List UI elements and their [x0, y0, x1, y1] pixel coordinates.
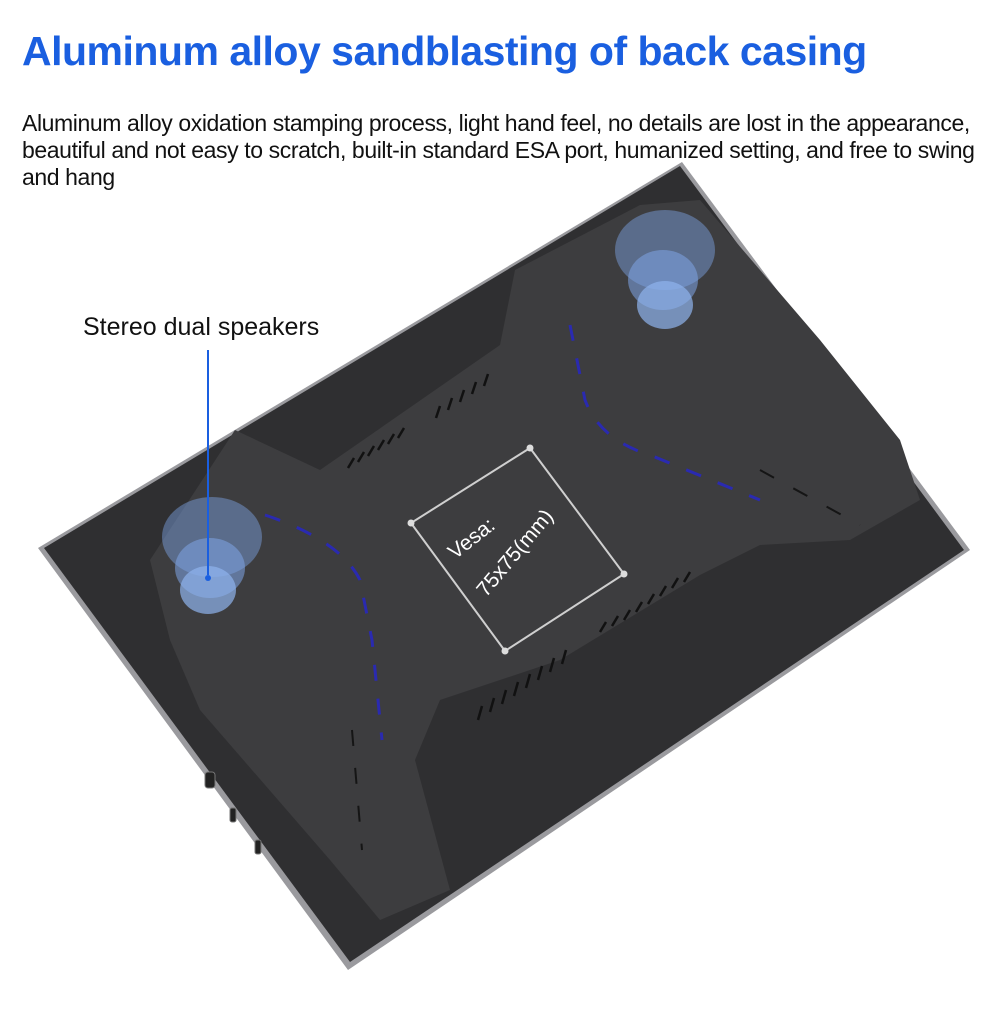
speaker-left-highlight: [162, 497, 262, 614]
speaker-callout-dot: [205, 575, 211, 581]
dashed-guide-lines: [264, 324, 761, 741]
speaker-right-highlight: [615, 210, 715, 329]
description: Aluminum alloy oxidation stamping proces…: [22, 110, 975, 190]
page-title: Aluminum alloy sandblasting of back casi…: [22, 28, 867, 74]
vent-slots: [346, 373, 692, 721]
side-ports: [204, 771, 262, 855]
speakers-callout-label: Stereo dual speakers: [83, 313, 320, 341]
raised-panel: [150, 200, 920, 920]
